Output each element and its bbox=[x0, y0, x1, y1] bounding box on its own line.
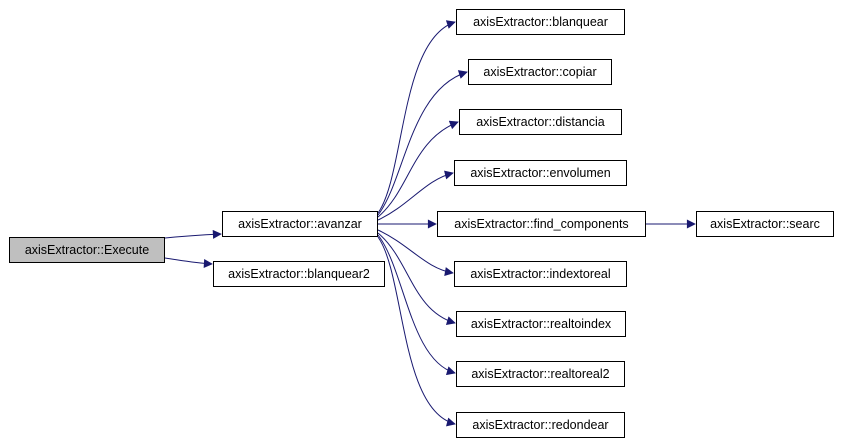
node-searc[interactable]: axisExtractor::searc bbox=[696, 211, 834, 237]
edge-avanzar-envolumen bbox=[377, 170, 454, 221]
edge-avanzar-indextoreal bbox=[377, 229, 454, 276]
node-distancia[interactable]: axisExtractor::distancia bbox=[459, 109, 622, 135]
edge-execute-blanquear2 bbox=[164, 257, 213, 269]
edge-avanzar-redondear bbox=[377, 236, 456, 427]
edge-avanzar-realtoreal2 bbox=[377, 234, 456, 376]
node-blanquear2[interactable]: axisExtractor::blanquear2 bbox=[213, 261, 385, 287]
node-avanzar[interactable]: axisExtractor::avanzar bbox=[222, 211, 378, 237]
edge-avanzar-distancia bbox=[377, 120, 459, 218]
node-copiar[interactable]: axisExtractor::copiar bbox=[468, 59, 612, 85]
edge-avanzar-blanquear bbox=[377, 20, 456, 214]
node-realtoreal2[interactable]: axisExtractor::realtoreal2 bbox=[456, 361, 625, 387]
edge-avanzar-copiar bbox=[377, 70, 468, 216]
node-find-components[interactable]: axisExtractor::find_components bbox=[437, 211, 646, 237]
edge-avanzar-realtoindex bbox=[377, 232, 456, 325]
node-blanquear[interactable]: axisExtractor::blanquear bbox=[456, 9, 625, 35]
node-execute[interactable]: axisExtractor::Execute bbox=[9, 237, 165, 263]
node-envolumen[interactable]: axisExtractor::envolumen bbox=[454, 160, 627, 186]
node-redondear[interactable]: axisExtractor::redondear bbox=[456, 412, 625, 438]
node-realtoindex[interactable]: axisExtractor::realtoindex bbox=[456, 311, 626, 337]
node-indextoreal[interactable]: axisExtractor::indextoreal bbox=[454, 261, 627, 287]
edge-execute-avanzar bbox=[164, 229, 222, 239]
